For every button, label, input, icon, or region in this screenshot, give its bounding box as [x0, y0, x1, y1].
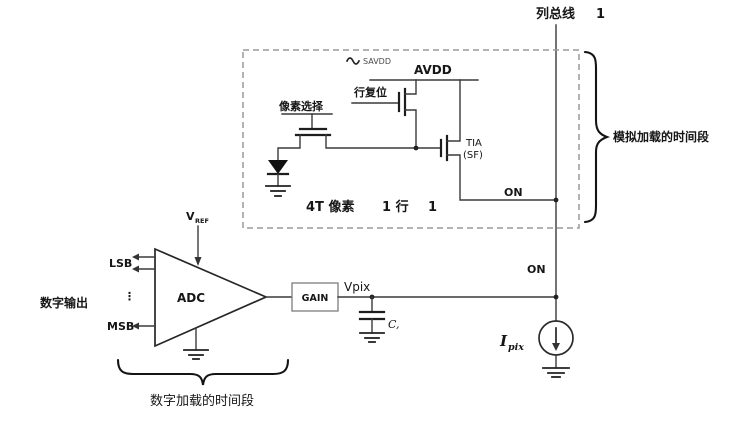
bottom-curly-brace-icon: [116, 358, 290, 386]
vpix-label: Vpix: [344, 280, 370, 294]
bus-junction-lower: [553, 294, 559, 300]
adc-triangle: [154, 247, 269, 348]
ground-symbol-current-source: [542, 354, 570, 378]
select-drain-wire: [325, 134, 442, 149]
gain-box: [291, 282, 339, 312]
select-source-wire: [277, 134, 301, 161]
adc-output-arrows: [132, 253, 156, 330]
caption-row: 1 行: [382, 199, 409, 215]
analog-phase-brace: 模拟加载的时间段: [583, 50, 710, 224]
vref-label: V: [186, 210, 195, 223]
capacitor: C,: [358, 296, 400, 334]
sf-transistor: TIA (SF): [439, 79, 557, 201]
gain-block: GAIN: [291, 282, 339, 312]
on-label-pixel: ON: [504, 186, 523, 199]
sf-drain-wire: [446, 79, 461, 142]
bit-arrowhead-icon: [132, 265, 139, 273]
sf-label: (SF): [463, 150, 483, 161]
pixel-select-label: 像素选择: [279, 99, 324, 113]
bus-junction-upper: [553, 197, 559, 203]
fd-node-junction: [413, 145, 419, 151]
ground-symbol-adc: [183, 327, 209, 360]
lsb-arrowhead-icon: [132, 253, 139, 261]
ground-symbol-photodiode: [265, 185, 291, 197]
digital-output-label: 数字输出: [40, 295, 88, 310]
ipix-subscript: pix: [508, 342, 524, 353]
current-arrowhead-icon: [552, 343, 560, 351]
lsb-label: LSB: [109, 257, 132, 270]
column-bus-index: 1: [596, 7, 605, 22]
digital-phase-brace: 数字加载的时间段: [116, 358, 290, 409]
current-source: I pix: [499, 320, 574, 356]
savdd-squiggle-icon: [345, 57, 361, 65]
ipix-label: I: [499, 332, 508, 350]
vref-arrowhead-icon: [194, 257, 202, 266]
on-label-readout: ON: [527, 263, 546, 276]
adc-label: ADC: [177, 291, 205, 305]
analog-phase-label: 模拟加载的时间段: [613, 129, 710, 144]
bit-dots: ⋮: [124, 290, 135, 303]
column-bus-label: 列总线: [536, 6, 575, 22]
gain-label: GAIN: [302, 293, 329, 304]
digital-phase-label: 数字加载的时间段: [150, 393, 254, 409]
right-curly-brace-icon: [583, 50, 610, 224]
caption-index: 1: [428, 200, 437, 215]
avdd-rail: SAVDD AVDD: [345, 57, 479, 81]
photodiode-triangle-icon: [268, 160, 288, 174]
pixel-region-box: [242, 49, 580, 229]
vref-input: V REF: [186, 210, 209, 266]
avdd-label: AVDD: [414, 63, 452, 77]
tia-label: TIA: [465, 138, 482, 149]
msb-label: MSB: [107, 320, 134, 333]
msb-arrowhead-icon: [132, 322, 139, 330]
cap-label: C,: [388, 318, 400, 331]
savdd-label: SAVDD: [363, 57, 391, 66]
photodiode: [266, 160, 290, 187]
reset-source-wire: [404, 109, 417, 149]
column-bus: 列总线 1: [536, 6, 605, 322]
sf-source-wire: [446, 154, 557, 201]
pixel-caption: 4T 像素 1 行 1: [306, 199, 437, 215]
caption-4t: 4T 像素: [306, 199, 354, 215]
reset-drain-wire: [404, 79, 417, 95]
select-transistor: 像素选择: [277, 99, 442, 161]
adc-block: ADC: [154, 247, 269, 348]
vref-subscript: REF: [195, 217, 209, 225]
reset-transistor: 行复位: [351, 79, 417, 149]
ground-symbol-capacitor: [359, 332, 385, 343]
row-reset-label: 行复位: [353, 85, 387, 99]
